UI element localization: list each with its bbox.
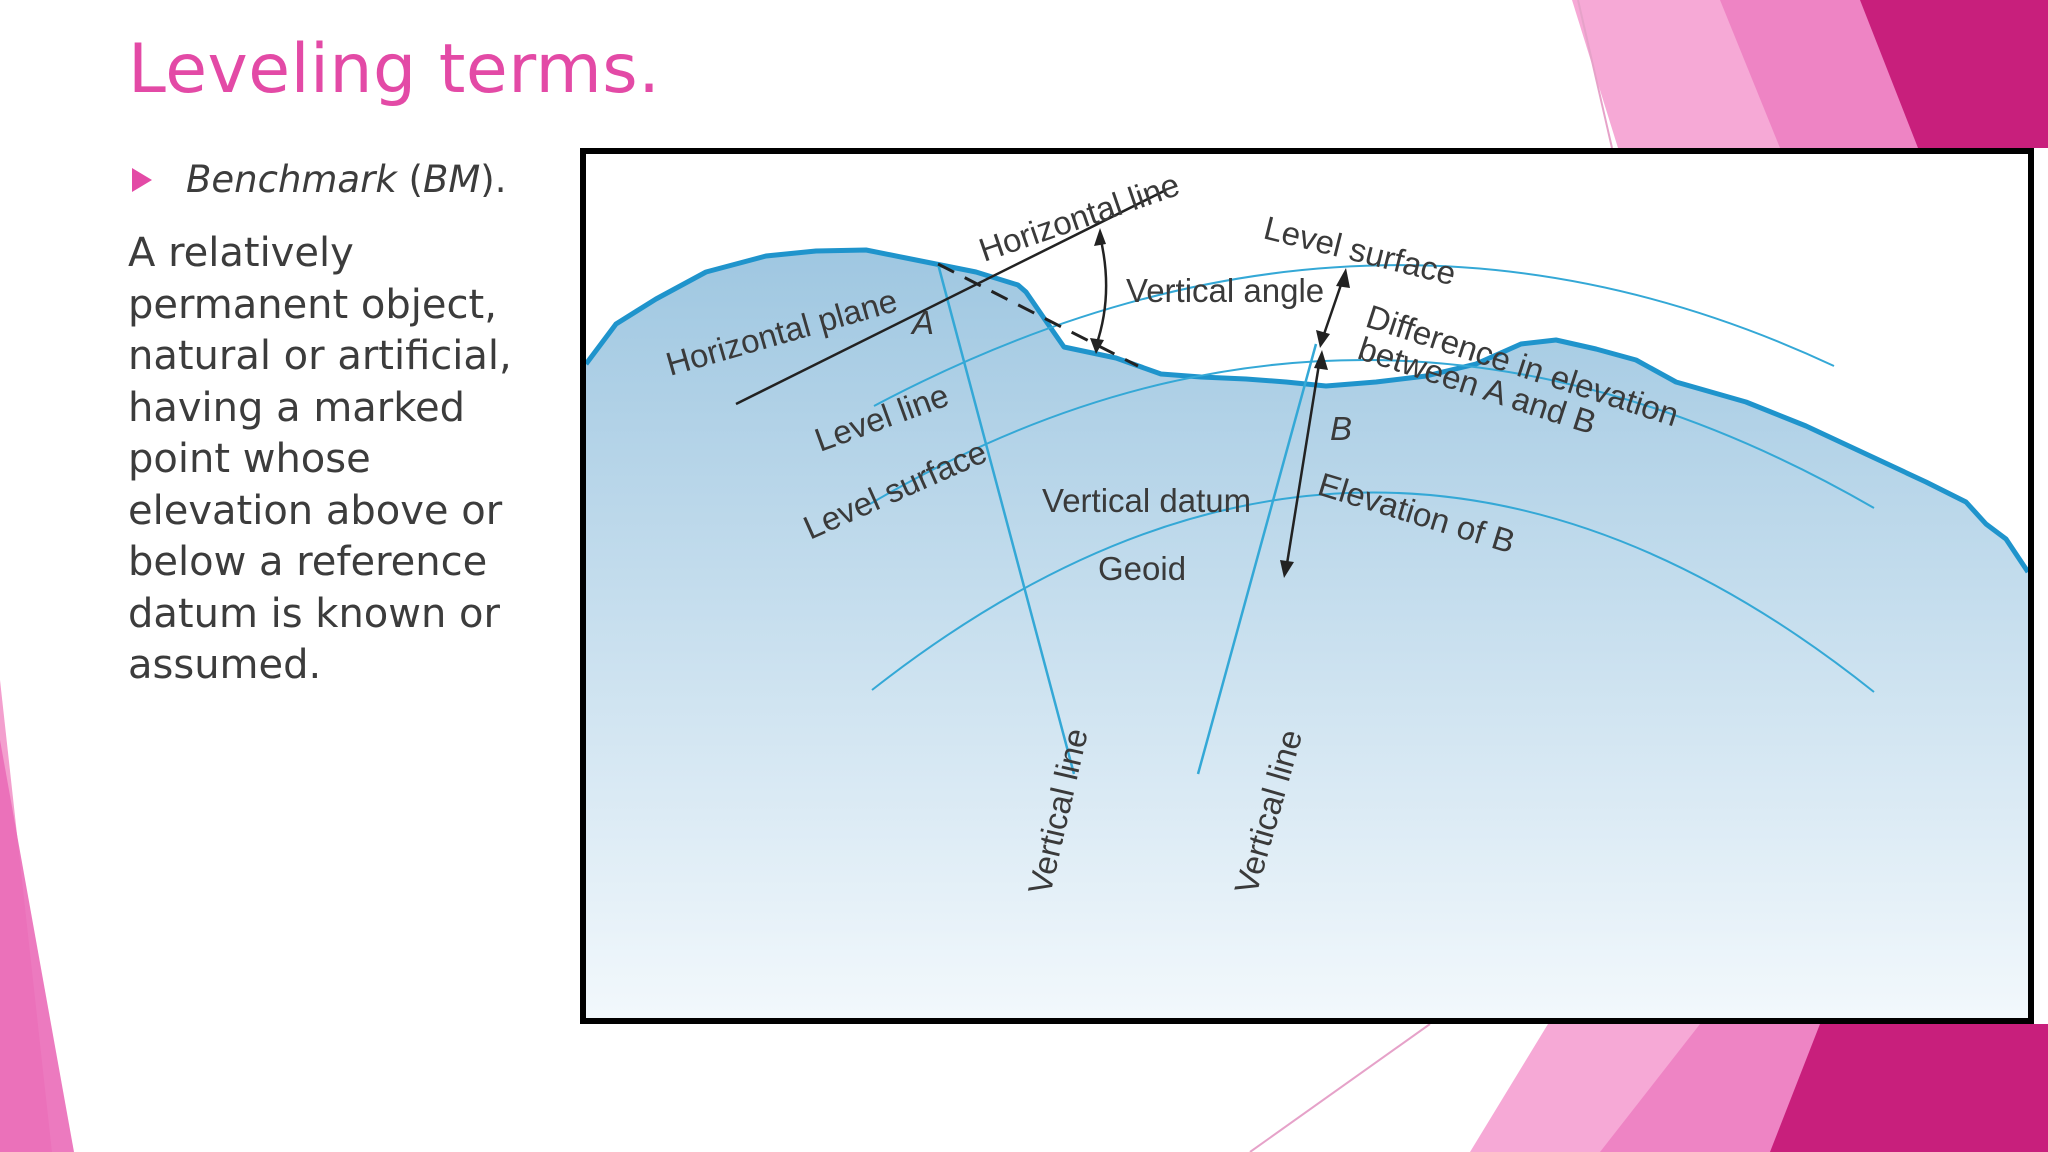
elevation-b-arrow (1284, 357, 1322, 571)
leveling-diagram: Horizontal line Level surface Vertical a… (580, 148, 2034, 1024)
level-surface-top-curve (873, 264, 1835, 407)
bullet-abbr: BM (422, 158, 481, 201)
label-vertical-angle: Vertical angle (1126, 272, 1324, 309)
terrain-fill (586, 250, 2028, 1018)
horizontal-plane-line (735, 188, 1167, 406)
bullet-text: Benchmark (BM). (186, 158, 506, 201)
description-text: A relatively permanent object, natural o… (128, 230, 512, 688)
geoid-curve (871, 491, 1875, 693)
slide-title: Leveling terms. (128, 30, 661, 109)
bullet-abbr-close: ). (480, 158, 507, 201)
vertical-line-a (936, 263, 1076, 775)
bullet-term: Benchmark (186, 158, 397, 201)
difference-arrow-top-head (1336, 268, 1350, 288)
difference-arrow (1320, 275, 1346, 341)
difference-arrow-bottom-head (1316, 330, 1330, 348)
vertical-angle-arc (1094, 235, 1108, 347)
vertical-angle-arrow-bottom (1090, 338, 1104, 354)
deco-shape-left-mid (0, 740, 74, 1152)
label-point-a: A (910, 304, 934, 341)
label-vertical-datum: Vertical datum (1042, 482, 1251, 519)
label-geoid: Geoid (1098, 550, 1186, 587)
deco-shape-top-right-dark (1860, 0, 2048, 148)
elevation-b-arrow-top-head (1314, 350, 1328, 370)
terrain-outline (586, 247, 2028, 574)
vertical-line-b (1196, 343, 1318, 775)
deco-shape-bottom-right-dark (1770, 1024, 2048, 1152)
vertical-angle-arrow-top (1094, 228, 1106, 246)
bullet-abbr-open: ( (396, 158, 423, 201)
elevation-b-arrow-bottom-head (1280, 560, 1294, 578)
diagram-canvas: Horizontal line Level surface Vertical a… (586, 166, 2028, 1018)
label-point-b: B (1330, 410, 1352, 447)
label-horizontal-line: Horizontal line (974, 166, 1184, 269)
bullet-arrow-icon (132, 167, 152, 192)
sight-dashed-line (937, 262, 1139, 368)
deco-thin-line-bottom (1249, 1023, 1431, 1152)
deco-thin-line-top (1577, 0, 1613, 149)
bullet-item: Benchmark (BM). (132, 158, 506, 201)
level-line-curve (869, 359, 1875, 509)
